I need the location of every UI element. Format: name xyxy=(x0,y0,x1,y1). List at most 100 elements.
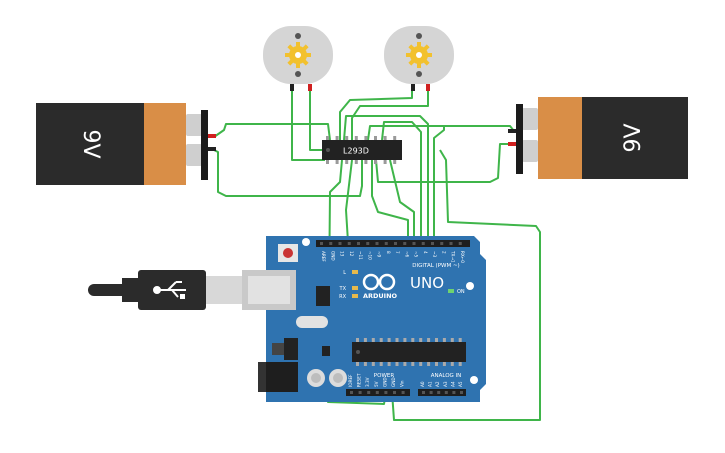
arduino-mcu-pin xyxy=(442,338,446,343)
wire-pin-5 xyxy=(381,121,422,242)
arduino-digital-pin[interactable] xyxy=(421,242,425,245)
driver-chip-pin[interactable] xyxy=(354,159,358,164)
arduino-power-pin[interactable] xyxy=(401,391,405,394)
battery-left-body xyxy=(36,103,144,185)
arduino-digital-pin[interactable] xyxy=(347,242,351,245)
battery-right[interactable]: 9V xyxy=(508,97,688,179)
arduino-power-pin-label: 3.3V xyxy=(365,377,370,387)
arduino-digital-pin-label: ~6 xyxy=(404,251,409,258)
driver-chip-pin[interactable] xyxy=(383,159,387,164)
arduino-digital-pin[interactable] xyxy=(403,242,407,245)
arduino-power-pin[interactable] xyxy=(393,391,396,394)
battery-right-clip xyxy=(516,104,523,174)
arduino-digital-pin[interactable] xyxy=(384,242,388,245)
driver-chip-pin[interactable] xyxy=(354,136,358,141)
wire-battery-right-negative xyxy=(375,143,514,183)
wire-pin-3 xyxy=(433,126,445,242)
arduino-led-tx-label: TX xyxy=(339,286,347,292)
arduino-digital-pin-label: ~9 xyxy=(377,251,382,258)
arduino-power-pin[interactable] xyxy=(375,391,379,394)
arduino-digital-pin[interactable] xyxy=(431,242,434,245)
driver-chip-body xyxy=(322,140,402,160)
driver-chip-pin[interactable] xyxy=(364,136,368,141)
driver-chip-pins-top xyxy=(326,136,397,141)
arduino-mount-hole xyxy=(470,376,478,384)
arduino-power-pin-label: Vin xyxy=(400,380,405,387)
driver-chip-pin[interactable] xyxy=(335,159,339,164)
arduino-led-rx xyxy=(352,294,358,298)
arduino-analog-pin[interactable] xyxy=(444,391,448,394)
driver-chip-pin[interactable] xyxy=(335,136,339,141)
arduino-digital-pin[interactable] xyxy=(338,242,342,245)
arduino-analog-pin[interactable] xyxy=(452,391,456,394)
arduino-digital-pin[interactable] xyxy=(440,242,444,245)
driver-chip-pin[interactable] xyxy=(374,159,377,164)
driver-chip[interactable]: L293D xyxy=(322,136,402,164)
arduino-digital-pin[interactable] xyxy=(375,242,379,245)
motor-left[interactable] xyxy=(263,26,333,91)
motor-right-lead-black xyxy=(411,84,415,91)
arduino-analog-pin[interactable] xyxy=(437,391,441,394)
arduino-analog-pin-label: A0 xyxy=(420,381,425,387)
arduino-analog-pin[interactable] xyxy=(429,391,433,394)
wire-pin-6 xyxy=(389,159,415,242)
driver-chip-pin[interactable] xyxy=(345,136,349,141)
arduino-digital-pin[interactable] xyxy=(366,242,370,245)
arduino-digital-pin[interactable] xyxy=(394,242,397,245)
arduino-digital-pin-label: 7 xyxy=(395,251,400,254)
arduino-mcu-pin xyxy=(371,338,375,343)
arduino-usb-port-inner xyxy=(248,276,290,304)
arduino-power-pin[interactable] xyxy=(384,391,388,394)
arduino-mcu-pin xyxy=(411,361,415,366)
usb-symbol-icon xyxy=(153,281,186,299)
arduino-digital-pin-label: TX→1 xyxy=(451,250,456,263)
driver-chip-pin[interactable] xyxy=(345,159,349,164)
arduino-digital-pin[interactable] xyxy=(412,242,416,245)
arduino-led-l xyxy=(352,270,358,274)
driver-chip-pin[interactable] xyxy=(326,159,329,164)
arduino-power-pin-label: RESET xyxy=(357,373,362,387)
motor-right[interactable] xyxy=(384,26,454,91)
arduino-digital-pin[interactable] xyxy=(329,242,333,245)
driver-chip-pin[interactable] xyxy=(383,136,387,141)
battery-left[interactable]: 9V xyxy=(36,103,216,185)
arduino-analog-pin-label: A4 xyxy=(450,381,455,387)
arduino-digital-pin-label: 13 xyxy=(340,251,345,257)
driver-chip-pin[interactable] xyxy=(364,159,368,164)
arduino-mcu xyxy=(352,342,466,362)
arduino-mcu-pin xyxy=(371,361,375,366)
driver-chip-pin[interactable] xyxy=(326,136,329,141)
arduino-digital-pin-label: ~5 xyxy=(414,251,419,258)
arduino-digital-pin-label: GND xyxy=(330,251,335,261)
arduino-analog-pin-label: A3 xyxy=(443,381,448,387)
arduino-header-pins xyxy=(320,242,463,394)
driver-chip-pin[interactable] xyxy=(374,136,377,141)
battery-right-terminal-bottom xyxy=(522,140,538,162)
usb-cable[interactable] xyxy=(88,270,242,310)
arduino-reset-button-cap xyxy=(283,248,293,258)
arduino-power-pin[interactable] xyxy=(367,391,371,394)
arduino-mcu-pin xyxy=(356,361,359,366)
arduino-analog-pin[interactable] xyxy=(460,391,463,394)
arduino-capacitor xyxy=(307,369,325,387)
arduino-power-pin[interactable] xyxy=(358,391,362,394)
arduino-analog-pin[interactable] xyxy=(422,391,425,394)
driver-chip-pin[interactable] xyxy=(393,159,397,164)
driver-chip-label: L293D xyxy=(343,147,369,156)
arduino-mcu-pin xyxy=(395,338,399,343)
arduino-digital-pin[interactable] xyxy=(458,242,462,245)
arduino-mcu-pin xyxy=(356,338,359,343)
arduino-digital-pin[interactable] xyxy=(357,242,360,245)
arduino-digital-pin-label: ~11 xyxy=(358,251,363,260)
arduino-mcu-pin xyxy=(403,338,407,343)
motor-left-lead-red xyxy=(308,84,312,91)
motor-left-screw-top xyxy=(295,33,301,39)
arduino-digital-pin[interactable] xyxy=(449,242,453,245)
driver-chip-pin[interactable] xyxy=(393,136,397,141)
arduino-digital-pin[interactable] xyxy=(320,242,323,245)
motor-left-shaft-gear-icon xyxy=(285,42,311,68)
arduino-power-pin[interactable] xyxy=(350,391,353,394)
